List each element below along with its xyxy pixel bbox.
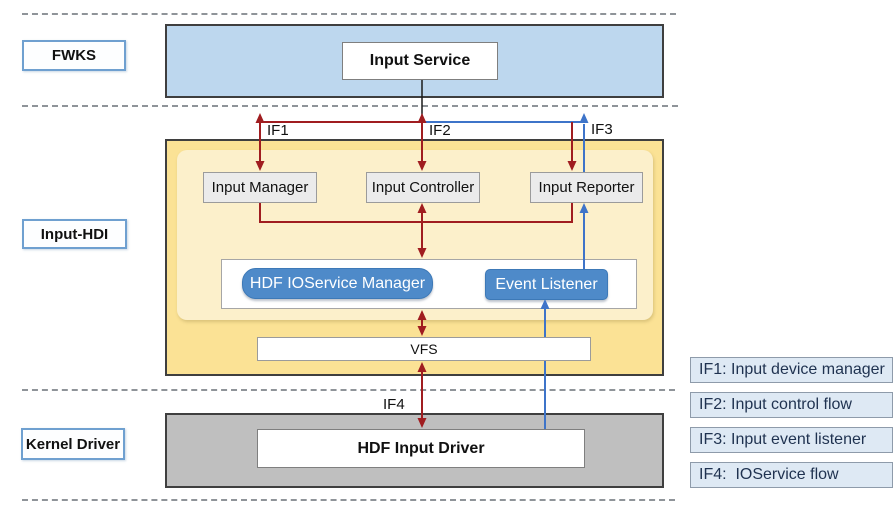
arrow-if1-head-up [255, 113, 265, 123]
layer-label-input-hdi: Input-HDI [22, 219, 127, 249]
legend-item-if2-text: IF2: Input control flow [699, 396, 852, 413]
node-input-service-label: Input Service [369, 52, 471, 69]
legend-item-if4-text: IF4: IOService flow [699, 466, 839, 483]
legend-item-if3-text: IF3: Input event listener [699, 431, 867, 448]
legend-item-if2: IF2: Input control flow [690, 392, 893, 418]
layer-label-fwks: FWKS [22, 40, 126, 71]
interface-label-if2: IF2 [429, 122, 451, 139]
arrow-if3-blue-head-up [579, 113, 589, 123]
node-input-controller-label: Input Controller [371, 179, 475, 196]
layer-label-fwks-text: FWKS [51, 47, 97, 64]
legend-item-if1-text: IF1: Input device manager [699, 361, 885, 378]
interface-label-if3: IF3 [591, 121, 613, 138]
node-vfs: VFS [257, 337, 591, 361]
dashed-separator-fwks-hdi [22, 105, 678, 107]
dashed-separator-top [22, 13, 676, 15]
node-hdf-ioservice-manager: HDF IOService Manager [242, 268, 433, 299]
node-hdf-input-driver-label: HDF Input Driver [357, 439, 485, 457]
node-input-manager: Input Manager [203, 172, 317, 203]
node-event-listener: Event Listener [485, 269, 608, 300]
layer-label-input-hdi-text: Input-HDI [40, 225, 109, 243]
legend-item-if1: IF1: Input device manager [690, 357, 893, 383]
interface-label-if1: IF1 [267, 122, 289, 139]
arrow-if2-head-up [417, 113, 427, 123]
node-input-manager-label: Input Manager [211, 179, 309, 196]
node-hdf-ioservice-manager-label: HDF IOService Manager [249, 274, 426, 292]
node-event-listener-label: Event Listener [495, 275, 598, 293]
interface-label-if4: IF4 [383, 396, 405, 413]
node-input-controller: Input Controller [366, 172, 480, 203]
legend-item-if3: IF3: Input event listener [690, 427, 893, 453]
dashed-separator-hdi-kernel [22, 389, 675, 391]
dashed-separator-bottom [22, 499, 675, 501]
layer-label-kernel-driver-text: Kernel Driver [25, 435, 121, 453]
legend-item-if4: IF4: IOService flow [690, 462, 893, 488]
node-hdf-input-driver: HDF Input Driver [257, 429, 585, 468]
node-input-service: Input Service [342, 42, 498, 80]
node-input-reporter: Input Reporter [530, 172, 643, 203]
layer-label-kernel-driver: Kernel Driver [21, 428, 125, 460]
node-vfs-label: VFS [410, 341, 438, 357]
node-input-reporter-label: Input Reporter [538, 179, 635, 196]
